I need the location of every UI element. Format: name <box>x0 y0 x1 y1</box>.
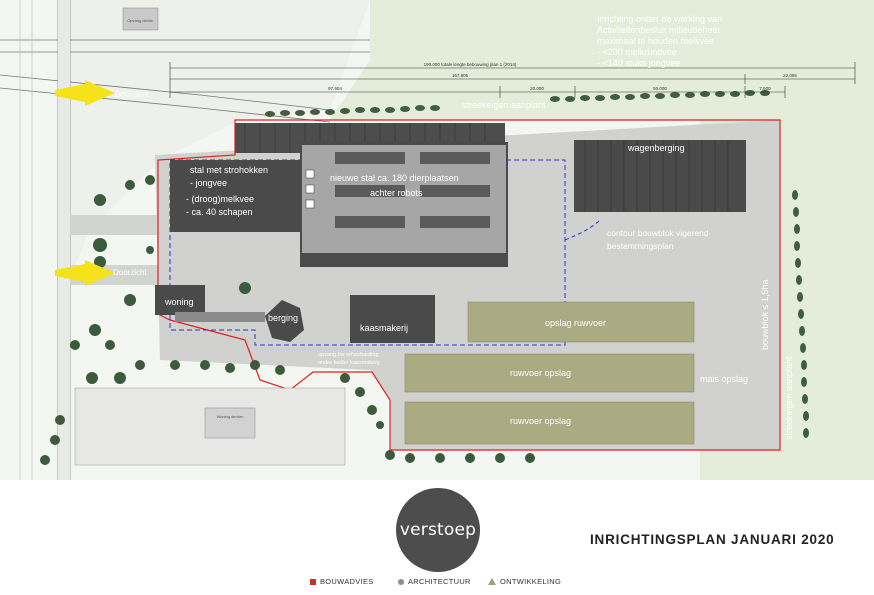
stal-oud-line-4: - ca. 40 schapen <box>186 207 253 217</box>
legend-label: BOUWADVIES <box>320 577 374 586</box>
streekeigen-right-label: streekeigen aanplant <box>784 356 794 440</box>
opslag-ruwvoer <box>467 301 695 343</box>
legend-label: ARCHITECTUUR <box>408 577 471 586</box>
mais-opslag-label: mais opslag <box>700 374 748 384</box>
robots <box>305 169 315 209</box>
info-line-5: - <140 stuks jongvee <box>597 58 680 68</box>
triangle-icon <box>488 578 496 585</box>
stal-oud-line-1: stal met strohokken <box>190 165 268 175</box>
stal-nieuw-line-2: achter robots <box>370 188 423 198</box>
contour-line-1: contour bouwblok vigerend <box>607 228 709 238</box>
square-icon <box>310 578 316 585</box>
lane-top <box>70 215 165 235</box>
info-line-3: maximaal te houden melkvee <box>597 36 714 46</box>
doorzicht-arrow-top <box>55 80 115 106</box>
woning-annex <box>175 312 265 322</box>
stal-nieuw-pens <box>335 152 490 228</box>
berging <box>265 300 304 342</box>
wagenberging <box>574 140 746 212</box>
doorzicht-arrow-mid <box>55 260 115 286</box>
dim-seg2: 20.000 <box>530 86 544 91</box>
ruwvoer-opslag-2-label: ruwvoer opslag <box>510 416 571 426</box>
road-left-fill <box>58 0 70 480</box>
ruwvoer-opslag-1-label: ruwvoer opslag <box>510 368 571 378</box>
contour-bouwblok <box>169 159 566 346</box>
opslag-ruwvoer-label: opslag ruwvoer <box>545 318 606 328</box>
site-plan: Opvang derde <box>0 0 874 480</box>
info-box: Inrichting onder de werking van Activite… <box>597 14 722 68</box>
plan-labels: streekeigen aanplant stal met strohokken… <box>164 100 794 440</box>
doorzicht-top-label: Doorzicht <box>115 90 150 99</box>
legend-item-bouwadvies: BOUWADVIES <box>310 577 374 586</box>
wagenberging-label: wagenberging <box>627 143 685 153</box>
info-line-2: Activiteitenbesluit milieubeheer <box>597 25 721 35</box>
dim-seg1: 97.904 <box>328 86 342 91</box>
stal-strohokken <box>170 160 300 232</box>
berging-label: berging <box>268 313 298 323</box>
dim-sub-a: 167.905 <box>452 73 469 78</box>
dimension-lines <box>169 62 856 98</box>
ruwvoer-opslag-2 <box>404 401 695 445</box>
woning-label: woning <box>164 297 194 307</box>
legend-label: ONTWIKKELING <box>500 577 562 586</box>
info-line-1: Inrichting onder de werking van <box>597 14 722 24</box>
woning <box>155 285 205 315</box>
dim-seg4: 7.500 <box>759 86 771 91</box>
legend-item-ontwikkeling: ONTWIKKELING <box>488 577 561 586</box>
kaasmakerij <box>350 295 435 343</box>
contour-connector <box>564 219 601 241</box>
trees <box>40 175 535 465</box>
kaasmakerij-label: kaasmakerij <box>360 323 408 333</box>
stal-oud-line-3: - (droog)melkvee <box>186 194 254 204</box>
streekeigen-top-label: streekeigen aanplant <box>462 100 546 110</box>
verstoep-logo: verstoep <box>396 488 480 572</box>
hedge-right <box>792 190 809 438</box>
ruwvoer-opslag-1 <box>404 353 695 393</box>
wedding-label: Opvang derde <box>127 18 153 23</box>
contour-line-2: bestemmingsplan <box>607 241 674 251</box>
info-line-4: - <200 melkrundvee <box>597 47 677 57</box>
brand-name: verstoep <box>399 520 477 540</box>
left-field <box>60 0 370 300</box>
woning-derden-label: Woning derden <box>216 414 243 419</box>
doorzicht-mid-label: Doorzicht <box>113 268 148 277</box>
opvang-line-2: onder kelder kaasmakerij <box>318 360 379 366</box>
dim-seg3: 50.000 <box>653 86 667 91</box>
stal-oud-line-2: - jongvee <box>190 178 227 188</box>
hedge-top <box>265 90 770 117</box>
circle-icon <box>398 578 404 585</box>
legend-item-architectuur: ARCHITECTUUR <box>398 577 471 586</box>
neighbor-building-top <box>122 7 159 31</box>
opvang-line-1: opvang hw erfverharding <box>318 352 379 358</box>
dim-sub-b: 22.095 <box>783 73 797 78</box>
plan-title: INRICHTINGSPLAN JANUARI 2020 <box>590 532 835 547</box>
stal-nieuw-line-1: nieuwe stal ca. 180 dierplaatsen <box>330 173 459 183</box>
road-far-left <box>19 0 33 480</box>
bouwblok-label: bouwblok ≤ 1,5ha <box>760 280 770 351</box>
dim-total: 190.000 totale lengte bebouwing plan 1 (… <box>424 62 517 67</box>
wagenberging-hatch <box>584 140 729 212</box>
woning-derden <box>204 407 256 439</box>
